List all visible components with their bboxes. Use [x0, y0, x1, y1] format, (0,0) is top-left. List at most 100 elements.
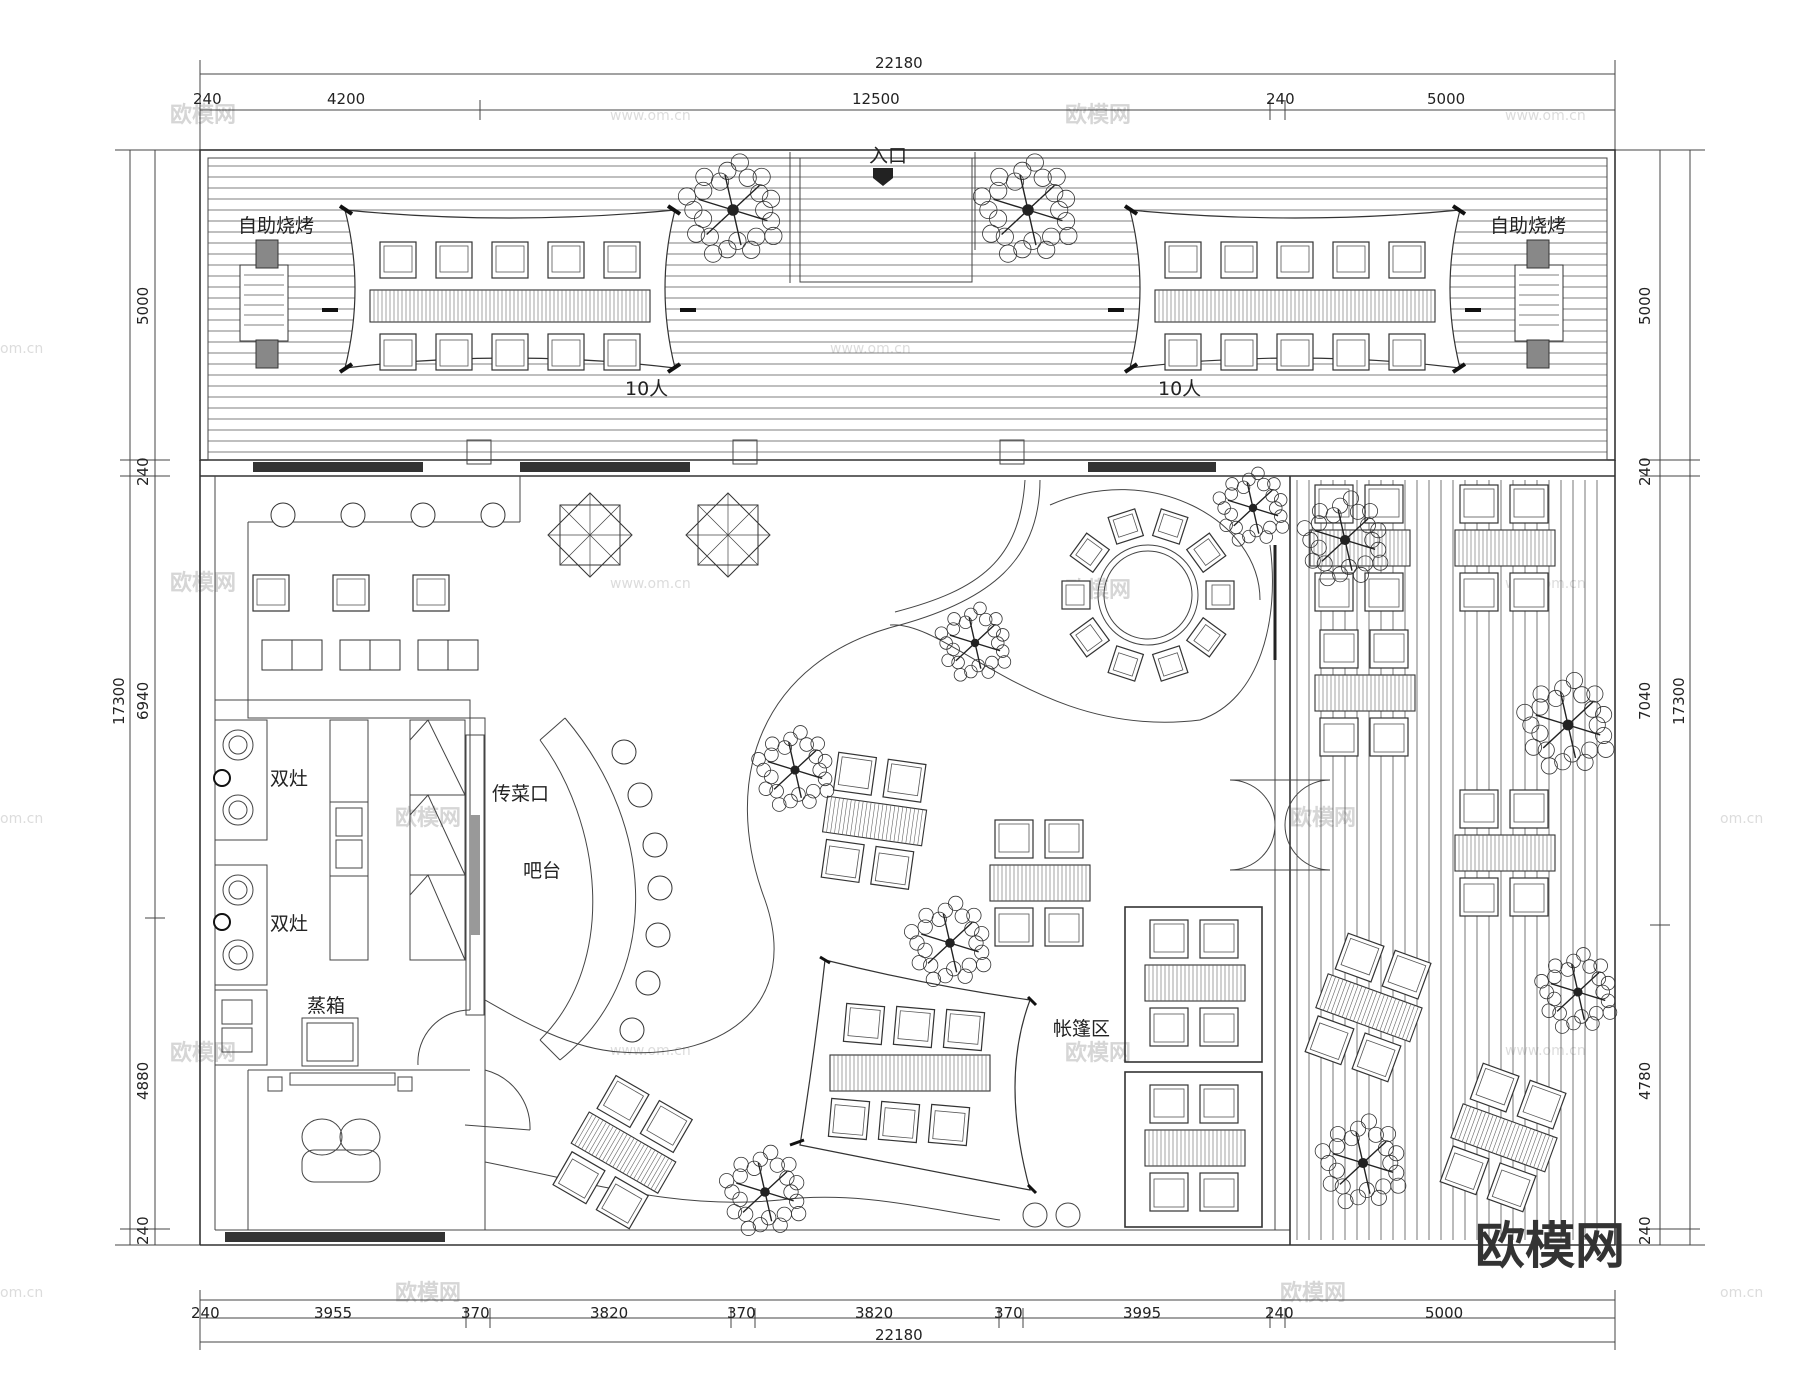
chair	[1149, 1084, 1189, 1124]
chair	[1369, 717, 1409, 757]
bbq-station-right: 自助烧烤	[1490, 215, 1566, 369]
chair	[1319, 717, 1359, 757]
dining-set	[820, 751, 928, 891]
chair	[1509, 789, 1549, 829]
dining-set	[1304, 932, 1432, 1083]
chair	[379, 241, 417, 279]
dining-set	[1144, 1084, 1246, 1212]
chair	[1469, 1062, 1520, 1113]
seats-label-right: 10人	[1158, 378, 1201, 400]
dim-bottom-seg: 3820	[855, 1304, 893, 1322]
watermark: 欧模网	[170, 102, 236, 128]
chair	[1388, 241, 1426, 279]
dim-top-total: 22180	[875, 54, 923, 72]
canopy-right	[1108, 204, 1481, 374]
watermark-url: www.om.cn	[1505, 108, 1586, 124]
watermark: 欧模网	[1065, 1040, 1131, 1066]
chair	[1107, 645, 1145, 682]
bar-counter: 吧台	[523, 717, 673, 1061]
dining-set	[1454, 484, 1556, 612]
chair	[927, 1103, 971, 1147]
dim-right: 240	[1636, 457, 1654, 486]
dim-bottom-seg: 370	[727, 1304, 756, 1322]
chair	[1199, 919, 1239, 959]
chair	[1185, 532, 1227, 574]
chair	[1205, 580, 1235, 610]
chair	[1459, 877, 1499, 917]
watermark: 欧模网	[170, 1040, 236, 1066]
chair	[1044, 907, 1084, 947]
chair	[379, 333, 417, 371]
tree-icon	[677, 153, 783, 263]
chair	[1364, 484, 1404, 524]
entrance-arrow-icon	[873, 168, 893, 178]
table	[1154, 289, 1436, 323]
chair	[603, 241, 641, 279]
tree-icon	[934, 601, 1012, 682]
chair	[595, 1175, 650, 1230]
bar-stool	[627, 782, 653, 808]
chair	[332, 574, 370, 612]
umbrella-icon	[685, 492, 771, 578]
private-dining	[484, 479, 1277, 1054]
dim-left-inner: 6940	[134, 682, 152, 720]
watermark-url: om.cn	[0, 341, 43, 357]
chair	[1509, 572, 1549, 612]
steamer-label: 蒸箱	[307, 995, 345, 1017]
umbrella-table	[547, 492, 771, 578]
chair	[827, 1097, 871, 1141]
watermark-url: www.om.cn	[610, 1043, 691, 1059]
seats-label-left: 10人	[625, 378, 668, 400]
table	[829, 1054, 991, 1092]
stove-label: 双灶	[270, 913, 308, 935]
stove-label: 双灶	[270, 768, 308, 790]
tree-icon	[1516, 671, 1615, 775]
bar-stool	[270, 502, 296, 528]
watermark: 欧模网	[395, 1280, 461, 1306]
chair	[1276, 241, 1314, 279]
dim-left-inner: 4880	[134, 1062, 152, 1100]
dim-right: 4780	[1636, 1062, 1654, 1100]
watermark-url: www.om.cn	[1505, 1043, 1586, 1059]
dimension-lines	[115, 60, 1705, 1350]
bbq-label-right: 自助烧烤	[1490, 215, 1566, 237]
dim-top-seg: 5000	[1427, 90, 1465, 108]
dim-top-seg: 4200	[327, 90, 365, 108]
dim-bottom-seg: 370	[461, 1304, 490, 1322]
watermark: 欧模网	[395, 805, 461, 831]
tree-icon	[719, 1144, 807, 1236]
watermark-url: om.cn	[1720, 811, 1763, 827]
dim-bottom-seg: 240	[191, 1304, 220, 1322]
chair	[435, 333, 473, 371]
dim-left: 5000	[134, 287, 152, 325]
tree-icon	[972, 153, 1078, 263]
chair	[552, 1150, 606, 1205]
table	[1315, 973, 1423, 1043]
chair	[1151, 508, 1189, 545]
dim-bottom-seg: 3820	[590, 1304, 628, 1322]
dim-bottom-seg: 5000	[1425, 1304, 1463, 1322]
table	[1450, 1103, 1558, 1173]
chair	[1369, 629, 1409, 669]
bar-stool	[645, 922, 671, 948]
tree-icon	[751, 725, 835, 812]
chair	[1149, 919, 1189, 959]
chair	[1149, 1007, 1189, 1047]
entrance-label: 入口	[869, 145, 907, 167]
dim-top-seg: 12500	[852, 90, 900, 108]
watermark-url: om.cn	[0, 811, 43, 827]
chair	[882, 758, 927, 803]
site-logo: 欧模网	[1475, 1217, 1625, 1275]
table	[1144, 964, 1246, 1002]
dining-set	[1454, 789, 1556, 917]
chair	[639, 1099, 694, 1154]
bar-stools-top	[252, 502, 506, 671]
bar-stool	[647, 875, 673, 901]
bar-label: 吧台	[523, 860, 561, 882]
banquet-tables	[369, 241, 1436, 371]
booth	[1124, 906, 1263, 1063]
dim-bottom-total: 22180	[875, 1326, 923, 1344]
dimension-labels: 22180 240 4200 12500 240 5000 240 3955 3…	[110, 54, 1688, 1344]
chair	[1199, 1007, 1239, 1047]
